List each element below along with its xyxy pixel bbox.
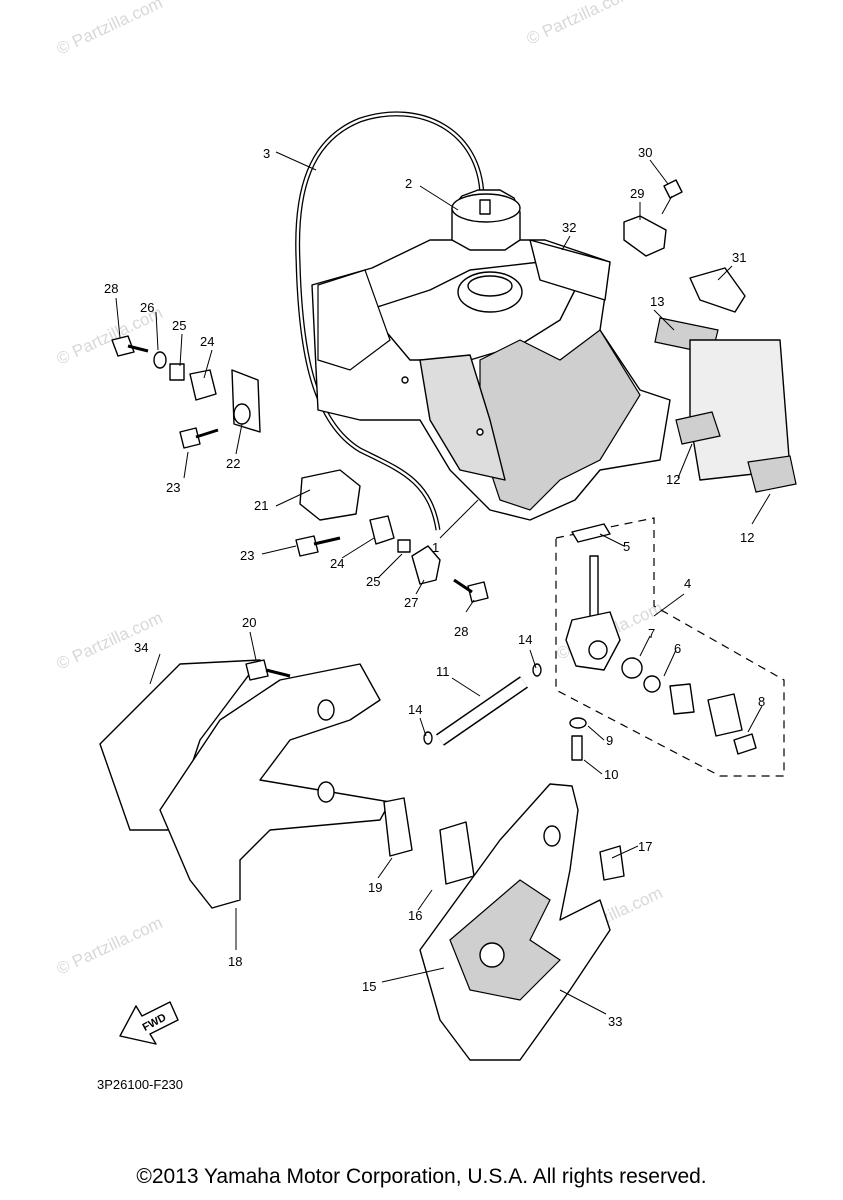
callout-12b: 12 xyxy=(740,530,754,545)
fwd-arrow: FWD xyxy=(119,1001,179,1045)
callout-14a: 14 xyxy=(518,632,532,647)
damper-19 xyxy=(383,797,413,857)
fuel-cap xyxy=(451,189,521,251)
callout-6: 6 xyxy=(674,641,681,656)
watermark: © Partzilla.com xyxy=(54,0,166,59)
callout-3: 3 xyxy=(263,146,270,161)
callout-22: 22 xyxy=(226,456,240,471)
leader-lines xyxy=(115,151,771,1015)
callout-7: 7 xyxy=(648,626,655,641)
callout-5: 5 xyxy=(623,539,630,554)
callout-13: 13 xyxy=(650,294,664,309)
callout-26: 26 xyxy=(140,300,154,315)
callout-32: 32 xyxy=(562,220,576,235)
right-mount-hardware xyxy=(295,469,489,603)
callout-29: 29 xyxy=(630,186,644,201)
fuel-cock-group-outline xyxy=(555,517,785,777)
callout-10: 10 xyxy=(604,767,618,782)
damper-16 xyxy=(439,821,475,885)
left-side-cover xyxy=(99,659,391,909)
callout-17: 17 xyxy=(638,839,652,854)
breather-hose-inner xyxy=(296,112,484,531)
callout-18: 18 xyxy=(228,954,242,969)
fuel-tank xyxy=(311,239,671,521)
callout-23b: 23 xyxy=(240,548,254,563)
callout-30: 30 xyxy=(638,145,652,160)
callout-25a: 25 xyxy=(172,318,186,333)
callout-8: 8 xyxy=(758,694,765,709)
bracket-29 xyxy=(623,179,683,257)
callout-19: 19 xyxy=(368,880,382,895)
callout-27: 27 xyxy=(404,595,418,610)
diagram-code: 3P26100-F230 xyxy=(97,1077,184,1092)
callout-11: 11 xyxy=(436,664,450,679)
callout-34: 34 xyxy=(134,640,148,655)
callout-20: 20 xyxy=(242,615,256,630)
fuel-hose xyxy=(423,663,542,746)
callout-12a: 12 xyxy=(666,472,680,487)
callout-9: 9 xyxy=(606,733,613,748)
tank-cover-32 xyxy=(529,239,611,301)
watermark: © Partzilla.com xyxy=(54,913,166,979)
callout-24a: 24 xyxy=(200,334,214,349)
callout-labels: 1 2 3 4 5 6 7 8 9 10 11 12 12 13 14 14 1… xyxy=(104,145,765,1029)
callout-24b: 24 xyxy=(330,556,344,571)
callout-25b: 25 xyxy=(366,574,380,589)
stickers-12-13 xyxy=(654,267,797,493)
callout-15: 15 xyxy=(362,979,376,994)
right-side-cover xyxy=(419,783,625,1061)
callout-21: 21 xyxy=(254,498,268,513)
callout-16: 16 xyxy=(408,908,422,923)
callout-1: 1 xyxy=(432,540,439,555)
callout-33: 33 xyxy=(608,1014,622,1029)
callout-31: 31 xyxy=(732,250,746,265)
fuel-cock xyxy=(565,523,757,761)
watermark: © Partzilla.com xyxy=(54,608,166,674)
watermark: © Partzilla.com xyxy=(524,0,636,49)
callout-2: 2 xyxy=(405,176,412,191)
callout-28a: 28 xyxy=(104,281,118,296)
callout-23a: 23 xyxy=(166,480,180,495)
callout-4: 4 xyxy=(684,576,691,591)
callout-14b: 14 xyxy=(408,702,422,717)
callout-28b: 28 xyxy=(454,624,468,639)
copyright-notice: ©2013 Yamaha Motor Corporation, U.S.A. A… xyxy=(136,1165,707,1188)
left-mount-hardware xyxy=(111,335,261,449)
